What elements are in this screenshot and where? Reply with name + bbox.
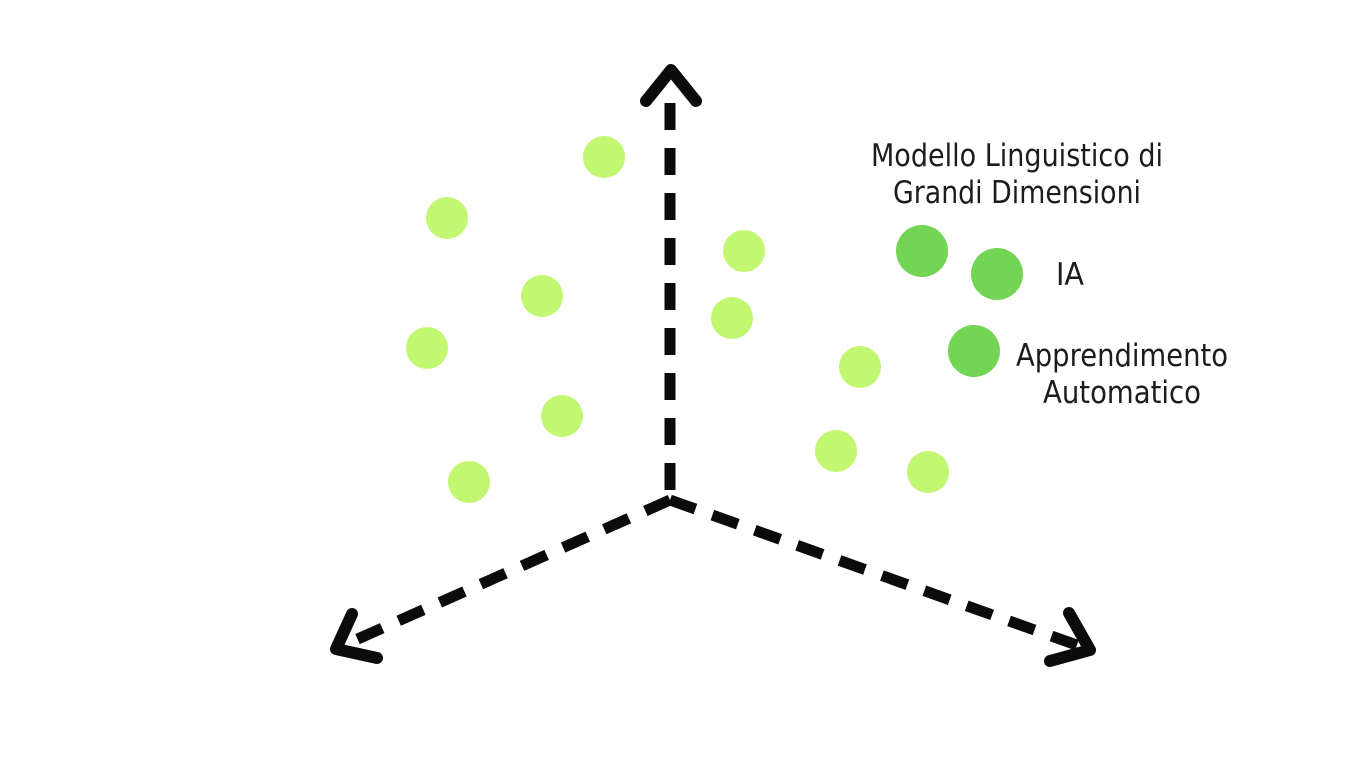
labels: Modello Linguistico di Grandi Dimensioni… [871,138,1228,411]
point [711,297,753,339]
axes [330,64,1096,667]
point [839,346,881,388]
llm-label-line2: Grandi Dimensioni [893,175,1141,211]
points [406,136,1023,503]
vertical-axis-arrowhead [640,64,702,107]
llm-point [896,225,948,277]
point [907,451,949,493]
left-axis-arrowhead [330,608,383,664]
point [723,230,765,272]
right-axis [668,494,1087,654]
ai-point [971,248,1023,300]
point [406,327,448,369]
point [448,461,490,503]
point [815,430,857,472]
right-axis-arrowhead [1044,607,1096,667]
ai-label: IA [1056,257,1084,293]
left-axis [339,494,673,652]
point [521,275,563,317]
point [426,197,468,239]
ml-point [948,325,1000,377]
point [541,395,583,437]
ml-label-line1: Apprendimento [1016,338,1228,374]
point [583,136,625,178]
llm-label-line1: Modello Linguistico di [871,138,1163,174]
ml-label-line2: Automatico [1043,375,1201,411]
